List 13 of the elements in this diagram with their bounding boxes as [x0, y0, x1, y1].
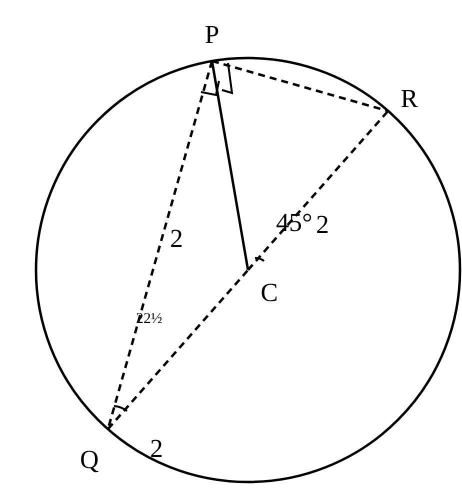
- point-label: P: [204, 22, 220, 48]
- dashed-line: [247, 110, 389, 271]
- point-label: R: [400, 86, 418, 112]
- angle-label: 45°: [276, 210, 312, 236]
- length-label: 2: [150, 436, 163, 462]
- dashed-line: [107, 269, 249, 430]
- point-label: Q: [80, 447, 99, 473]
- line-segment: [210, 60, 250, 270]
- length-label: 2: [316, 212, 329, 238]
- angle-label: 22½: [136, 312, 162, 327]
- length-label: 2: [170, 226, 183, 252]
- dashed-line: [212, 60, 388, 112]
- point-label: C: [260, 280, 278, 306]
